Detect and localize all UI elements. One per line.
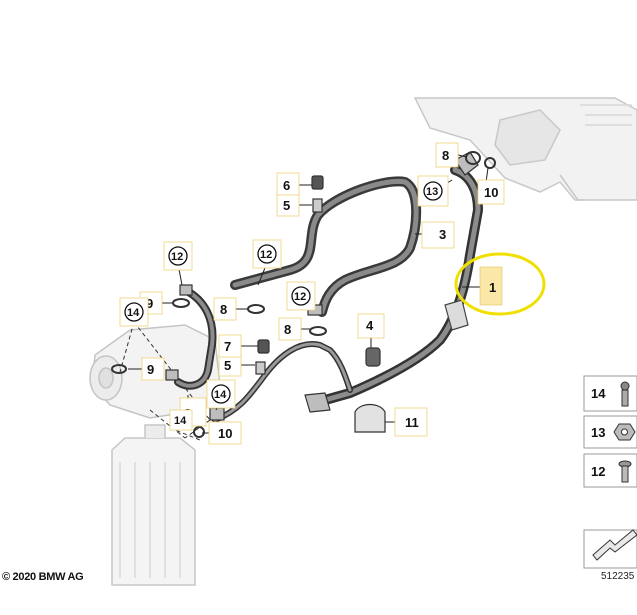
callout-3-label: 3 bbox=[439, 227, 446, 242]
callout-8-right[interactable]: 8 bbox=[278, 317, 302, 341]
callout-6-label: 6 bbox=[283, 178, 290, 193]
assembly-dashed-lines bbox=[119, 157, 470, 441]
highlight-ring bbox=[454, 252, 546, 316]
callout-10-top-label: 10 bbox=[484, 185, 498, 200]
document-number: 512235 bbox=[601, 571, 635, 582]
legend-14-label: 14 bbox=[591, 386, 606, 401]
copyright-text: © 2020 BMW AG bbox=[2, 571, 84, 583]
arrow-icon bbox=[592, 529, 637, 561]
ghost-condenser-drier bbox=[111, 424, 196, 586]
callout-12-center-label: 12 bbox=[260, 249, 272, 261]
ghost-evaporator-housing bbox=[413, 97, 637, 201]
callout-9-lower-label: 9 bbox=[147, 362, 154, 377]
callout-9-lower[interactable]: 9 bbox=[141, 357, 165, 381]
callout-8-right-label: 8 bbox=[284, 322, 291, 337]
callout-5-lower-label: 5 bbox=[224, 358, 231, 373]
callout-8-top[interactable]: 8 bbox=[435, 142, 459, 168]
nut-icon bbox=[613, 423, 636, 441]
legend-12-label: 12 bbox=[591, 464, 605, 479]
callout-1-label: 1 bbox=[489, 280, 496, 295]
collar-screw-icon bbox=[618, 460, 632, 483]
callout-14-bottom[interactable]: 14 bbox=[169, 409, 193, 431]
callout-6[interactable]: 6 bbox=[276, 172, 300, 196]
hose-3 bbox=[230, 176, 422, 317]
hardware-legend: 14 13 12 bbox=[583, 375, 637, 569]
callout-12-right[interactable]: 12 bbox=[286, 281, 316, 311]
callout-8-mid-label: 8 bbox=[220, 302, 227, 317]
bolt-icon bbox=[620, 381, 630, 407]
legend-13-label: 13 bbox=[591, 425, 605, 440]
callout-14-left-label: 14 bbox=[127, 307, 140, 319]
callout-13[interactable]: 13 bbox=[417, 175, 449, 207]
callout-13-label: 13 bbox=[426, 186, 438, 198]
callout-10-top[interactable]: 10 bbox=[477, 179, 505, 205]
callout-4-label: 4 bbox=[366, 318, 374, 333]
callout-12-left[interactable]: 12 bbox=[163, 241, 193, 271]
callout-14-center-label: 14 bbox=[214, 389, 227, 401]
callout-3[interactable]: 3 bbox=[421, 221, 455, 249]
callout-9-upper-label: 9 bbox=[146, 296, 153, 311]
callout-5-upper-label: 5 bbox=[283, 198, 290, 213]
callout-8-mid[interactable]: 8 bbox=[213, 297, 237, 321]
hose-2 bbox=[174, 286, 217, 390]
callout-12-left-label: 12 bbox=[171, 251, 183, 263]
callout-12-center[interactable]: 12 bbox=[252, 239, 282, 269]
callout-11[interactable]: 11 bbox=[394, 407, 428, 437]
callout-8-top-label: 8 bbox=[442, 148, 449, 163]
callout-7-label: 7 bbox=[224, 339, 231, 354]
hose-1 bbox=[304, 151, 483, 413]
callout-12-right-label: 12 bbox=[294, 291, 306, 303]
callout-14-left[interactable]: 14 bbox=[119, 297, 149, 327]
callout-5-upper[interactable]: 5 bbox=[276, 193, 300, 217]
callout-11-label: 11 bbox=[405, 415, 419, 430]
callout-14-center[interactable]: 14 bbox=[206, 379, 236, 409]
callout-4[interactable]: 4 bbox=[357, 313, 385, 339]
callout-10-bottom[interactable]: 10 bbox=[208, 421, 242, 445]
suction-line-lower bbox=[212, 341, 353, 423]
callout-1[interactable]: 1 bbox=[479, 266, 503, 306]
callout-7[interactable]: 7 bbox=[218, 334, 242, 358]
callout-10-bottom-label: 10 bbox=[218, 426, 232, 441]
callout-14-bottom-label: 14 bbox=[174, 415, 187, 427]
